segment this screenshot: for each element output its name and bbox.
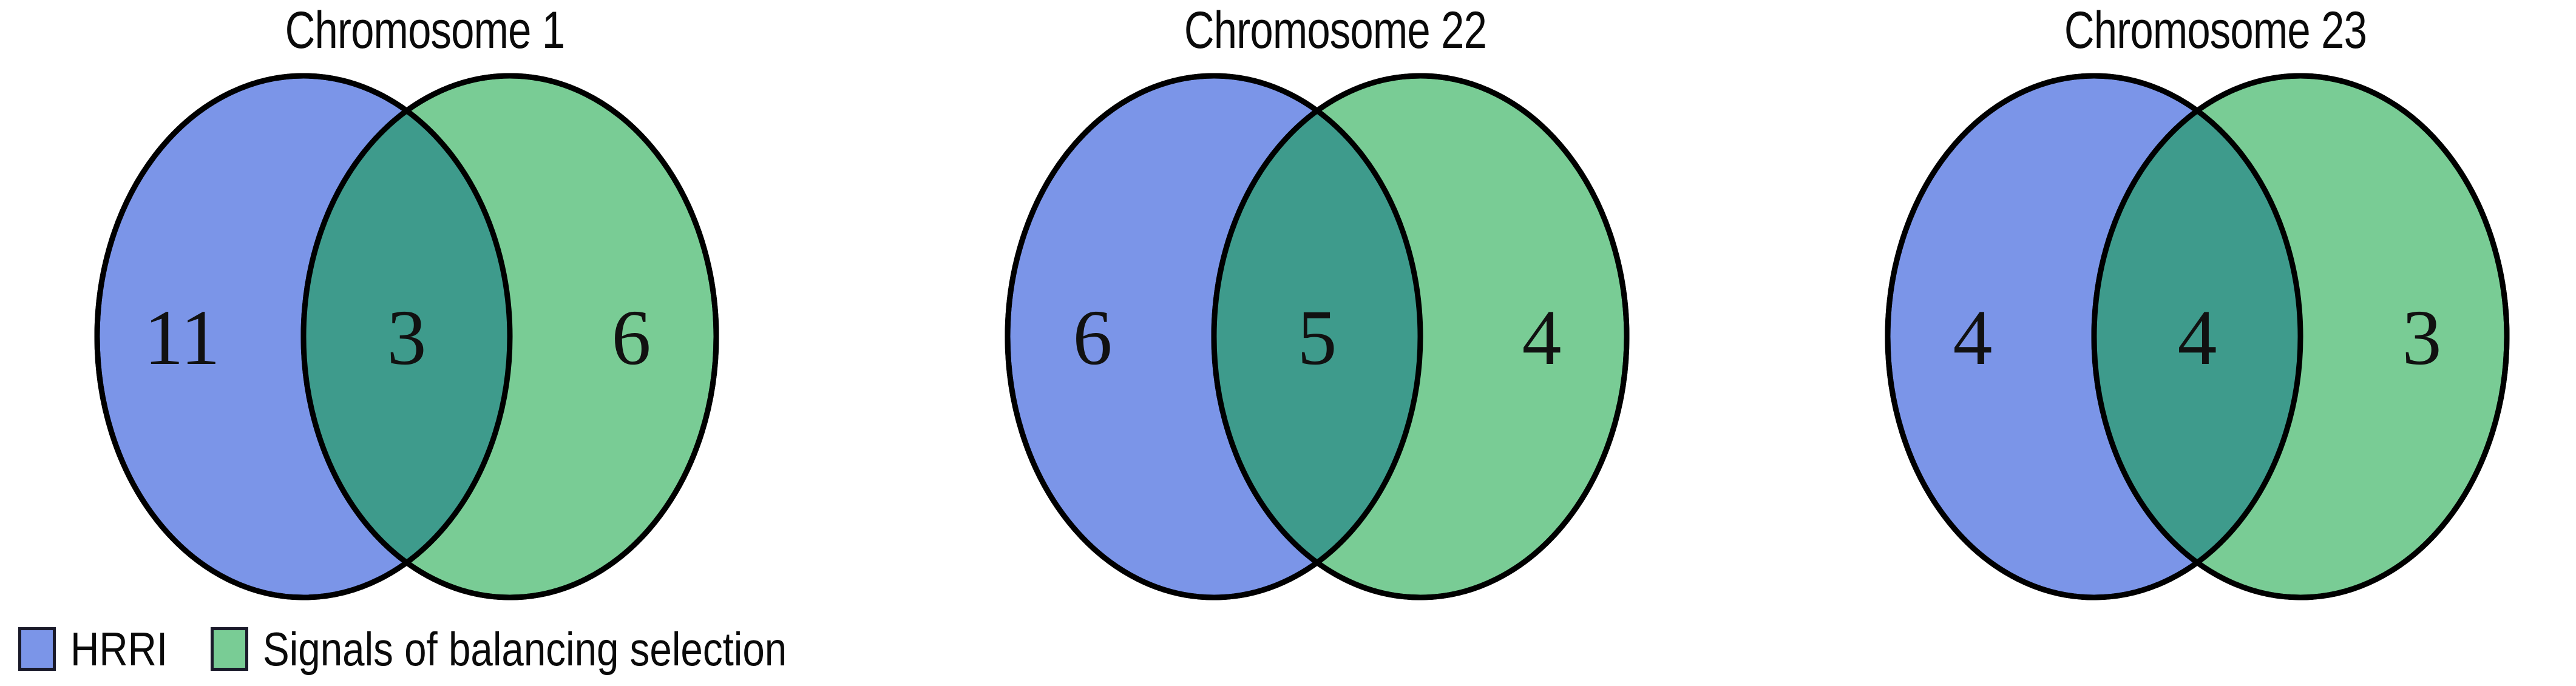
- venn-circle-hrri-outline: [1885, 73, 2303, 600]
- venn-diagram: 4 4 3: [1885, 73, 2510, 600]
- venn-count-left-only: 11: [144, 294, 220, 382]
- venn-circle-balancing-selection-outline: [300, 73, 719, 600]
- venn-panel-chromosome-22: Chromosome 22 6 5 4: [910, 0, 1760, 613]
- venn-count-intersection: 4: [2178, 294, 2217, 382]
- venn-count-right-only: 3: [2402, 294, 2442, 382]
- venn-intersection-region: [303, 76, 510, 597]
- legend-item-hrri: HRRI: [18, 625, 186, 673]
- panel-title: Chromosome 1: [285, 1, 566, 59]
- venn-count-left-only: 4: [1953, 294, 1993, 382]
- legend-swatch-hrri: [18, 627, 56, 671]
- venn-circle-balancing-selection-outline: [1211, 73, 1630, 600]
- legend-label-hrri: HRRI: [70, 622, 168, 676]
- venn-count-intersection: 3: [387, 294, 427, 382]
- venn-circle-hrri-outline: [94, 73, 513, 600]
- venn-count-right-only: 6: [612, 294, 651, 382]
- legend: HRRI Signals of balancing selection: [18, 620, 886, 678]
- venn-panel-chromosome-1: Chromosome 1 11 3 6: [0, 0, 850, 613]
- venn-intersection-region: [2094, 76, 2300, 597]
- legend-item-balancing-selection: Signals of balancing selection: [210, 622, 887, 676]
- venn-circle-balancing-selection-outline: [2091, 73, 2510, 600]
- venn-count-left-only: 6: [1073, 294, 1113, 382]
- venn-diagram: 6 5 4: [1005, 73, 1630, 600]
- legend-swatch-balancing-selection: [210, 627, 248, 671]
- venn-count-intersection: 5: [1298, 294, 1337, 382]
- venn-panel-chromosome-23: Chromosome 23 4 4 3: [1791, 0, 2576, 613]
- venn-panel-row: Chromosome 1 11 3 6 Chromosome 22: [0, 0, 2576, 613]
- venn-diagram: 11 3 6: [94, 73, 719, 600]
- venn-circle-hrri-outline: [1005, 73, 1423, 600]
- venn-count-right-only: 4: [1522, 294, 1562, 382]
- panel-title: Chromosome 23: [2064, 1, 2367, 59]
- legend-label-balancing-selection: Signals of balancing selection: [262, 622, 787, 676]
- venn-intersection-region: [1214, 76, 1420, 597]
- panel-title: Chromosome 22: [1184, 1, 1487, 59]
